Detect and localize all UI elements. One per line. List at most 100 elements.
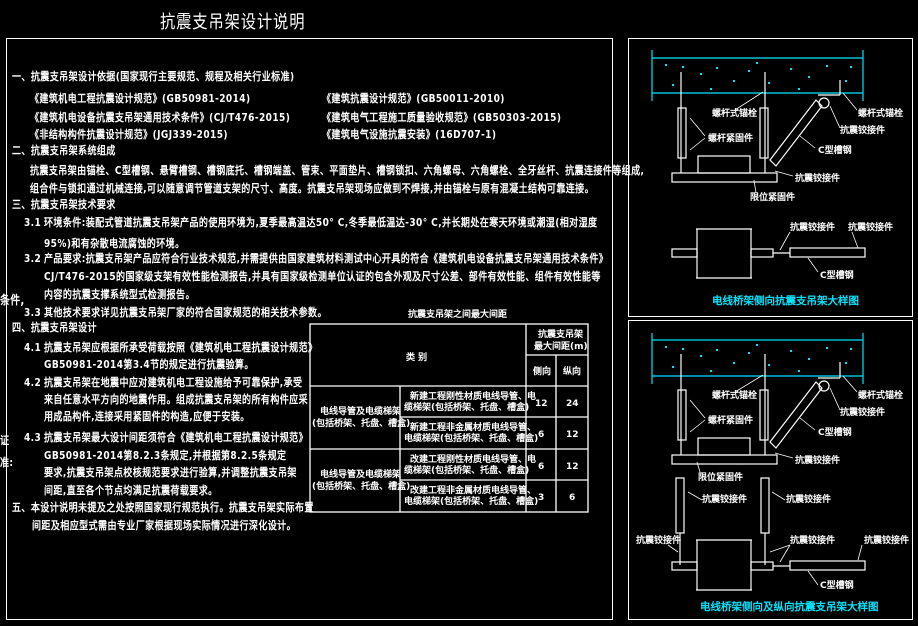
table-row-desc: 改建工程非金属材质电线导管、 bbox=[410, 484, 536, 496]
table-cell-longitudinal: 12 bbox=[566, 430, 579, 440]
item-number: 3.2 bbox=[24, 252, 42, 265]
drawing-title: 抗震支吊架设计说明 bbox=[160, 12, 306, 33]
table-row-desc: 新建工程非金属材质电线导管、 bbox=[410, 421, 536, 433]
detail-frame-2 bbox=[628, 320, 913, 620]
reference: 《建筑机电设备抗震支吊架通用技术条件》(CJ/T476-2015) bbox=[30, 111, 291, 124]
table-group-label: (包括桥架、托盘、槽盒) bbox=[312, 417, 410, 429]
item-text: 间距,直至各个节点均满足抗震荷载要求。 bbox=[44, 484, 218, 497]
label-plan-hinge: 抗震铰接件 bbox=[702, 493, 747, 505]
bottom-channel bbox=[671, 454, 778, 465]
table-cell-lateral: 12 bbox=[535, 399, 548, 409]
reference: 《建筑电气工程施工质量验收规范》(GB50303-2015) bbox=[322, 111, 562, 124]
section-4-heading: 四、抗震支吊架设计 bbox=[12, 321, 97, 334]
section-5-text: 五、本设计说明未提及之处按照国家现行规范执行。抗震支吊架实际布置 bbox=[12, 501, 314, 514]
diagram-1-caption: 电线桥架侧向抗震支吊架大样图 bbox=[712, 294, 859, 307]
reference: 《建筑电气设施抗震安装》(16D707-1) bbox=[322, 128, 497, 141]
section-1-heading: 一、抗震支吊架设计依据(国家现行主要规范、规程及相关行业标准) bbox=[12, 70, 295, 83]
table-category-header: 类 别 bbox=[406, 351, 427, 363]
item-text: CJ/T476-2015的国家级支架有效性能检测报告,并具有国家级检测单位认证的… bbox=[44, 270, 601, 283]
notes-frame bbox=[6, 38, 613, 620]
label-anchor-right: 螺杆式锚栓 bbox=[858, 389, 903, 401]
section-2-text: 组合件与锁扣通过机械连接,可以随意调节管道支架的尺寸、高度。抗震支吊架现场应做到… bbox=[30, 182, 595, 195]
item-text: 产品要求:抗震支吊架产品应符合行业技术规范,并需提供由国家建筑材料测试中心开具的… bbox=[44, 252, 609, 265]
section-2-heading: 二、抗震支吊架系统组成 bbox=[12, 144, 116, 157]
item-number: 3.1 bbox=[24, 216, 42, 229]
section-3-heading: 三、抗震支吊架技术要求 bbox=[12, 198, 116, 211]
concrete-slab-1 bbox=[651, 50, 864, 101]
label-plan-hinge: 抗震铰接件 bbox=[864, 534, 909, 546]
table-cell-lateral: 3 bbox=[538, 493, 544, 503]
table-spacing-header: 最大间距(m) bbox=[534, 340, 588, 352]
reference: 《非结构构件抗震设计规范》(JGJ339-2015) bbox=[30, 128, 228, 141]
diagonal-brace bbox=[769, 99, 823, 167]
item-text: GB50981-2014第8.2.3条规定,并根据第8.2.5条规定 bbox=[44, 449, 287, 462]
label-rod-fastener: 螺杆紧固件 bbox=[708, 414, 753, 426]
label-plan-channel: C型槽钢 bbox=[820, 269, 854, 281]
label-hinge-top: 抗震铰接件 bbox=[840, 124, 885, 136]
item-text: 要求,抗震支吊架点校核规范要求进行验算,并调整抗震支吊架 bbox=[44, 466, 297, 479]
table-row-desc: 新建工程刚性材质电线导管、电 bbox=[410, 390, 536, 402]
table-row-desc: 改建工程刚性材质电线导管、电 bbox=[410, 453, 536, 465]
table-cell-lateral: 6 bbox=[538, 462, 544, 472]
item-text: 其他技术要求详见抗震支吊架厂家的符合国家规范的相关技术参数。 bbox=[44, 306, 327, 319]
table-row-desc: 电缆梯架(包括桥架、托盘、槽盒) bbox=[404, 495, 538, 507]
table-group-label: 电线导管及电缆梯架 bbox=[320, 468, 401, 480]
label-rod-fastener: 螺杆紧固件 bbox=[708, 132, 753, 144]
section-5-text: 间距及相应型式需由专业厂家根据现场实际情况进行深化设计。 bbox=[32, 519, 297, 532]
plan-view-2 bbox=[671, 477, 866, 591]
label-anchor-left: 螺杆式锚栓 bbox=[712, 389, 757, 401]
reference: 《建筑抗震设计规范》(GB50011-2010) bbox=[322, 92, 505, 105]
item-text: 抗震支吊架最大设计间距须符合《建筑机电工程抗震设计规范》 bbox=[44, 431, 309, 444]
label-plan-hinge: 抗震铰接件 bbox=[636, 534, 681, 546]
table-row-desc: 缆梯架(包括桥架、托盘、槽盒) bbox=[404, 401, 529, 413]
support-frame-1 bbox=[671, 72, 841, 183]
reference: 《建筑机电工程抗震设计规范》(GB50981-2014) bbox=[30, 92, 251, 105]
item-text: 用成品构件,连接采用紧固件的构造,应便于安装。 bbox=[44, 410, 250, 423]
edge-fragment: 证 bbox=[0, 434, 10, 447]
table-cell-lateral: 6 bbox=[538, 430, 544, 440]
label-hinge-top: 抗震铰接件 bbox=[840, 406, 885, 418]
diagram-2-caption: 电线桥架侧向及纵向抗震支吊架大样图 bbox=[700, 600, 879, 613]
hanger-tube bbox=[677, 389, 687, 441]
item-text: GB50981-2014第3.4节的规定进行抗震验算。 bbox=[44, 358, 254, 371]
label-anchor-left: 螺杆式锚栓 bbox=[712, 107, 757, 119]
table-cell-longitudinal: 6 bbox=[569, 493, 575, 503]
item-text: 内容的抗震支撑系统型式检测报告。 bbox=[44, 288, 195, 301]
cable-tray bbox=[697, 155, 751, 174]
hanger-tube bbox=[677, 107, 687, 159]
hanger-tube bbox=[759, 389, 769, 441]
table-row-desc: 电缆梯架(包括桥架、托盘、槽盒) bbox=[404, 432, 538, 444]
plan-view-1 bbox=[671, 228, 866, 279]
item-text: 95%)和有杂散电流腐蚀的环境。 bbox=[44, 237, 185, 250]
label-plan-hinge: 抗震铰接件 bbox=[790, 534, 835, 546]
table-spacing-header: 抗震支吊架 bbox=[538, 328, 583, 340]
label-channel: C型槽钢 bbox=[818, 426, 852, 438]
label-plan-channel: C型槽钢 bbox=[820, 579, 854, 591]
edge-fragment: 条件, bbox=[0, 293, 25, 307]
hanger-tube bbox=[759, 107, 769, 159]
item-text: 环境条件:装配式管道抗震支吊架产品的使用环境为,夏季最高温达50° C,冬季最低… bbox=[44, 216, 598, 229]
label-limit-fastener: 限位紧固件 bbox=[698, 471, 743, 483]
label-plan-hinge: 抗震铰接件 bbox=[786, 493, 831, 505]
support-frame-2 bbox=[671, 354, 841, 465]
label-hinge-bottom: 抗震铰接件 bbox=[795, 454, 840, 466]
c-channel-plan bbox=[789, 560, 866, 571]
section-2-text: 抗震支吊架由锚栓、C型槽钢、悬臂槽钢、槽钢底托、槽钢端盖、管束、平面垫片、槽钢锁… bbox=[30, 164, 645, 177]
table-row-desc: 缆梯架(包括桥架、托盘、槽盒) bbox=[404, 464, 529, 476]
label-plan-hinge: 抗震铰接件 bbox=[848, 221, 893, 233]
spacing-table bbox=[309, 323, 589, 513]
item-number: 4.2 bbox=[24, 376, 42, 389]
table-subheader-longitudinal: 纵向 bbox=[563, 365, 581, 377]
c-channel-plan bbox=[789, 247, 866, 258]
table-cell-longitudinal: 12 bbox=[566, 462, 579, 472]
diagonal-brace bbox=[769, 381, 823, 449]
label-channel: C型槽钢 bbox=[818, 144, 852, 156]
concrete-slab-2 bbox=[651, 333, 864, 384]
table-subheader-lateral: 侧向 bbox=[533, 365, 551, 377]
item-number: 4.1 bbox=[24, 341, 42, 354]
label-anchor-right: 螺杆式锚栓 bbox=[858, 107, 903, 119]
edge-fragment: 准: bbox=[0, 456, 14, 469]
bottom-channel bbox=[671, 172, 778, 183]
detail-frame-1 bbox=[628, 38, 913, 317]
